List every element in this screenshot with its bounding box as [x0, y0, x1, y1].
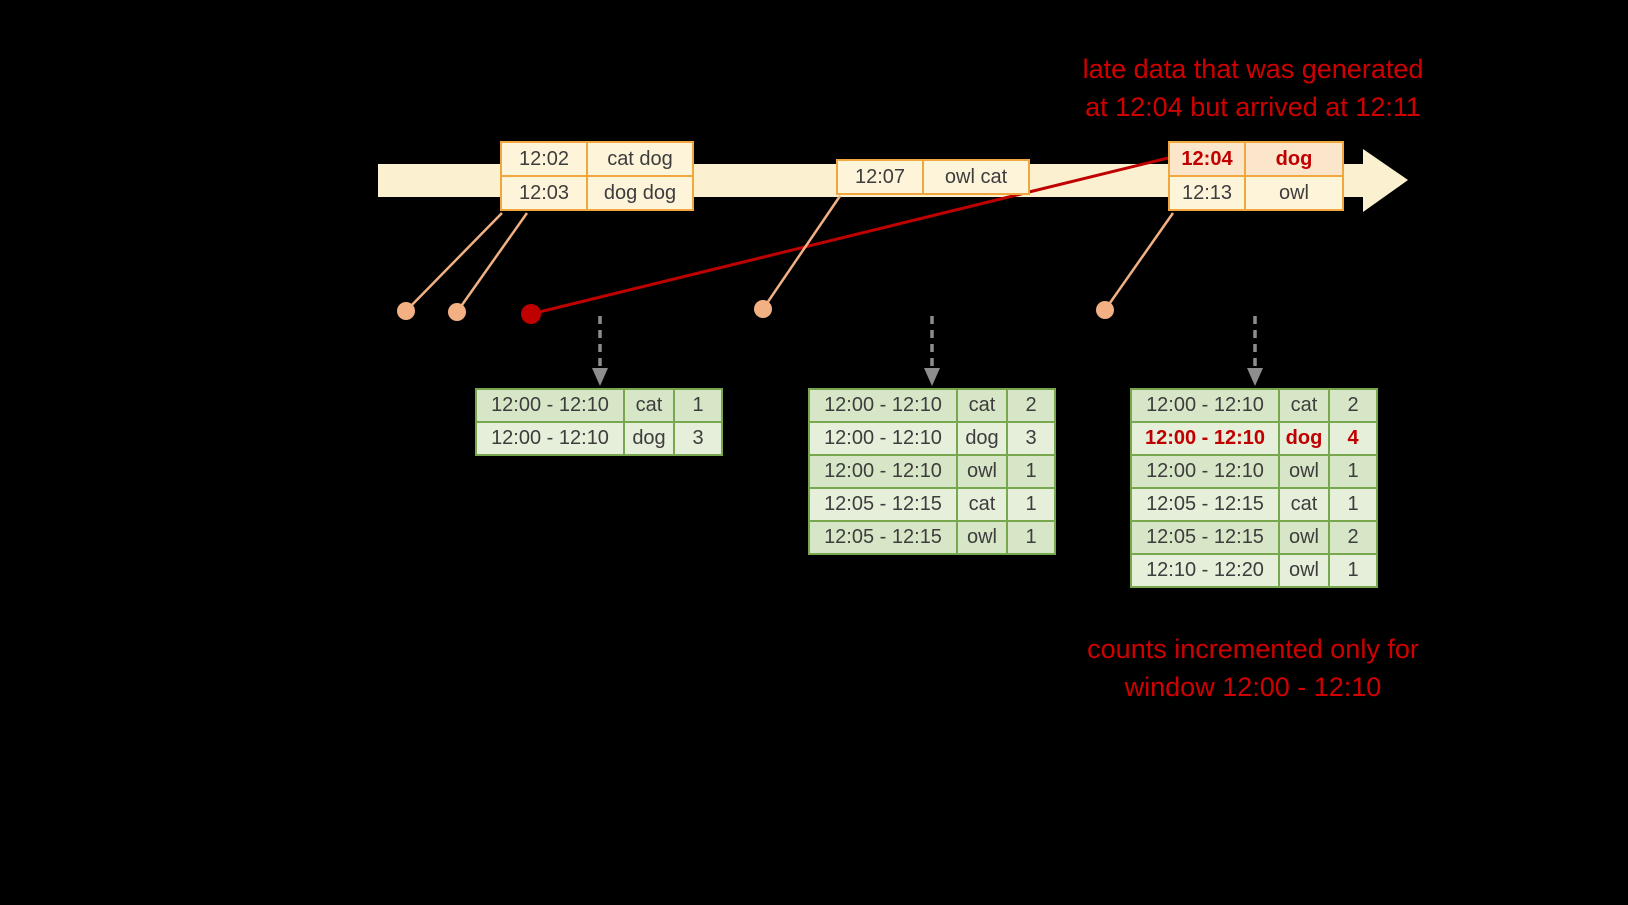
result-row-updated: 12:00 - 12:10 dog 4	[1130, 421, 1378, 456]
event-connector-line	[405, 212, 503, 312]
result-count: 1	[1006, 487, 1056, 522]
result-window: 12:10 - 12:20	[1130, 553, 1280, 588]
result-word: dog	[1278, 421, 1330, 456]
result-count: 4	[1328, 421, 1378, 456]
counts-annotation-line2: window 12:00 - 12:10	[1124, 672, 1382, 702]
event-dot	[397, 302, 415, 320]
result-word: owl	[956, 454, 1008, 489]
trigger-arrow-head	[1247, 368, 1263, 386]
event-connector-line	[761, 195, 842, 310]
result-row: 12:00 - 12:10 dog 3	[808, 421, 1056, 456]
result-window: 12:00 - 12:10	[1130, 388, 1280, 423]
result-table-3: 12:00 - 12:10 cat 2 12:00 - 12:10 dog 4 …	[1130, 388, 1378, 588]
result-row: 12:05 - 12:15 owl 2	[1130, 520, 1378, 555]
trigger-arrow-head	[592, 368, 608, 386]
event-time: 12:02	[500, 141, 588, 177]
event-row: 12:13 owl	[1168, 175, 1344, 211]
event-dot	[448, 303, 466, 321]
event-connector-line	[1103, 212, 1175, 311]
result-window: 12:00 - 12:10	[475, 388, 625, 423]
result-word: cat	[956, 487, 1008, 522]
result-count: 1	[1006, 454, 1056, 489]
late-data-annotation-line2: at 12:04 but arrived at 12:11	[1085, 92, 1421, 122]
event-time: 12:07	[836, 159, 924, 195]
result-word: owl	[1278, 553, 1330, 588]
event-time: 12:03	[500, 175, 588, 211]
late-event-time: 12:04	[1168, 141, 1246, 177]
result-row: 12:00 - 12:10 dog 3	[475, 421, 723, 456]
late-data-annotation-line1: late data that was generated	[1082, 54, 1424, 84]
result-row: 12:05 - 12:15 cat 1	[1130, 487, 1378, 522]
event-table-1204-1213: 12:04 dog 12:13 owl	[1168, 141, 1344, 211]
counts-annotation: counts incremented only for window 12:00…	[1018, 630, 1488, 706]
result-row: 12:00 - 12:10 owl 1	[808, 454, 1056, 489]
counts-annotation-line1: counts incremented only for	[1087, 634, 1419, 664]
result-row: 12:00 - 12:10 cat 2	[1130, 388, 1378, 423]
result-count: 1	[1006, 520, 1056, 555]
result-count: 1	[673, 388, 723, 423]
result-word: cat	[956, 388, 1008, 423]
result-window: 12:00 - 12:10	[1130, 454, 1280, 489]
event-dot	[1096, 301, 1114, 319]
result-count: 3	[1006, 421, 1056, 456]
late-data-connector-line	[530, 156, 1169, 316]
result-window: 12:05 - 12:15	[1130, 487, 1280, 522]
result-row: 12:05 - 12:15 cat 1	[808, 487, 1056, 522]
event-table-1207: 12:07 owl cat	[836, 159, 1030, 195]
timeline-arrow-head	[1363, 149, 1408, 212]
result-window: 12:05 - 12:15	[808, 520, 958, 555]
result-word: dog	[623, 421, 675, 456]
result-window: 12:00 - 12:10	[808, 454, 958, 489]
trigger-arrow-head	[924, 368, 940, 386]
result-word: owl	[1278, 454, 1330, 489]
result-window: 12:00 - 12:10	[808, 388, 958, 423]
result-row: 12:10 - 12:20 owl 1	[1130, 553, 1378, 588]
result-row: 12:00 - 12:10 cat 2	[808, 388, 1056, 423]
late-data-annotation: late data that was generated at 12:04 bu…	[1018, 50, 1488, 126]
result-word: owl	[956, 520, 1008, 555]
event-words: dog dog	[586, 175, 694, 211]
event-time: 12:13	[1168, 175, 1246, 211]
late-event-words: dog	[1244, 141, 1344, 177]
result-count: 2	[1006, 388, 1056, 423]
result-word: cat	[1278, 388, 1330, 423]
event-words: cat dog	[586, 141, 694, 177]
event-row: 12:03 dog dog	[500, 175, 694, 211]
result-window: 12:00 - 12:10	[808, 421, 958, 456]
result-count: 1	[1328, 454, 1378, 489]
event-words: owl cat	[922, 159, 1030, 195]
result-row: 12:05 - 12:15 owl 1	[808, 520, 1056, 555]
event-connector-line	[455, 212, 529, 313]
result-window: 12:05 - 12:15	[1130, 520, 1280, 555]
event-dot	[754, 300, 772, 318]
result-count: 2	[1328, 388, 1378, 423]
result-count: 2	[1328, 520, 1378, 555]
late-event-dot	[521, 304, 541, 324]
result-count: 1	[1328, 553, 1378, 588]
event-row: 12:02 cat dog	[500, 141, 694, 177]
result-table-2: 12:00 - 12:10 cat 2 12:00 - 12:10 dog 3 …	[808, 388, 1056, 555]
result-table-1: 12:00 - 12:10 cat 1 12:00 - 12:10 dog 3	[475, 388, 723, 456]
event-row: 12:07 owl cat	[836, 159, 1030, 195]
event-words: owl	[1244, 175, 1344, 211]
result-word: dog	[956, 421, 1008, 456]
event-table-1202-1203: 12:02 cat dog 12:03 dog dog	[500, 141, 694, 211]
result-word: cat	[1278, 487, 1330, 522]
result-word: owl	[1278, 520, 1330, 555]
result-window: 12:00 - 12:10	[475, 421, 625, 456]
result-row: 12:00 - 12:10 owl 1	[1130, 454, 1378, 489]
late-event-row: 12:04 dog	[1168, 141, 1344, 177]
result-word: cat	[623, 388, 675, 423]
result-window: 12:00 - 12:10	[1130, 421, 1280, 456]
result-window: 12:05 - 12:15	[808, 487, 958, 522]
result-row: 12:00 - 12:10 cat 1	[475, 388, 723, 423]
result-count: 1	[1328, 487, 1378, 522]
result-count: 3	[673, 421, 723, 456]
